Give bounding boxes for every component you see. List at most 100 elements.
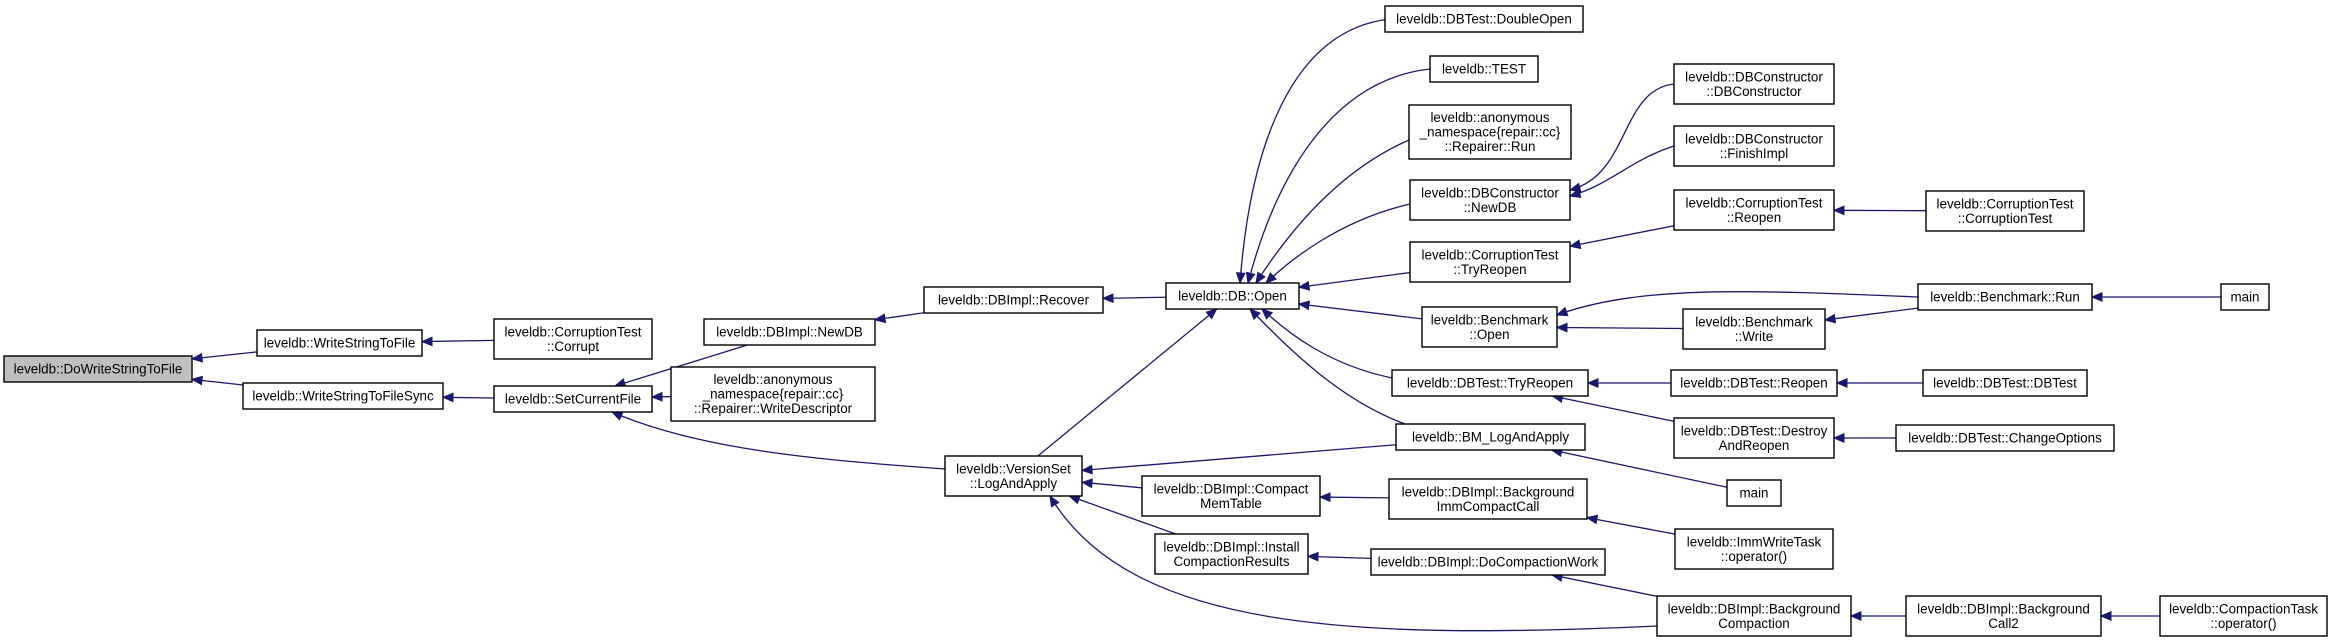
graph-node[interactable]: leveldb::VersionSet::LogAndApply: [944, 455, 1083, 497]
node-box[interactable]: [1895, 424, 2115, 452]
call-edge: [1551, 449, 1728, 488]
node-box[interactable]: [256, 329, 423, 357]
call-edge: [421, 339, 495, 343]
node-box[interactable]: [923, 286, 1104, 314]
call-edge: [1551, 574, 1658, 597]
node-box[interactable]: [1395, 423, 1586, 451]
node-box[interactable]: [944, 455, 1083, 497]
arrowhead: [650, 391, 663, 402]
node-box[interactable]: [1656, 595, 1852, 637]
graph-node[interactable]: leveldb::CorruptionTest::CorruptionTest: [1925, 190, 2085, 232]
node-box[interactable]: [493, 385, 653, 413]
node-box[interactable]: [1905, 595, 2102, 637]
graph-node[interactable]: leveldb::DBImpl::BackgroundImmCompactCal…: [1388, 478, 1588, 520]
graph-node[interactable]: leveldb::Benchmark::Run: [1917, 283, 2093, 311]
graph-node[interactable]: leveldb::DBTest::Reopen: [1670, 369, 1838, 397]
graph-node[interactable]: leveldb::DBConstructor::NewDB: [1409, 179, 1571, 221]
graph-node[interactable]: leveldb::CorruptionTest::TryReopen: [1409, 241, 1571, 283]
node-label: leveldb::DBConstructor: [1685, 131, 1823, 146]
graph-node[interactable]: leveldb::CorruptionTest::Corrupt: [493, 318, 653, 360]
node-box[interactable]: [1922, 369, 2088, 397]
graph-node[interactable]: leveldb::DBConstructor::DBConstructor: [1673, 63, 1835, 105]
graph-node[interactable]: leveldb::CompactionTask::operator(): [2159, 595, 2328, 637]
node-label: leveldb::DBTest::DBTest: [1933, 376, 2077, 391]
node-box[interactable]: [1141, 475, 1321, 517]
graph-node[interactable]: leveldb::WriteStringToFileSync: [242, 382, 444, 410]
node-box[interactable]: [493, 318, 653, 360]
node-label: leveldb::WriteStringToFile: [264, 336, 416, 351]
node-box[interactable]: [703, 318, 876, 346]
node-box[interactable]: [1154, 533, 1309, 575]
graph-node[interactable]: leveldb::Benchmark::Write: [1682, 308, 1826, 350]
root-node-box[interactable]: [3, 355, 193, 383]
graph-node[interactable]: leveldb::CorruptionTest::Reopen: [1673, 189, 1835, 231]
node-box[interactable]: [1408, 104, 1572, 160]
node-box[interactable]: [2220, 283, 2270, 311]
node-box[interactable]: [1674, 528, 1834, 570]
graph-node[interactable]: leveldb::DBConstructor::FinishImpl: [1673, 125, 1835, 167]
node-box[interactable]: [1682, 308, 1826, 350]
node-box[interactable]: [1391, 369, 1589, 397]
node-label: CompactionResults: [1173, 554, 1289, 569]
call-edge: [1249, 308, 1406, 425]
node-label: ::DBConstructor: [1706, 84, 1802, 99]
graph-node[interactable]: leveldb::DBImpl::DoCompactionWork: [1370, 548, 1606, 576]
node-box[interactable]: [1670, 369, 1838, 397]
node-box[interactable]: [2159, 595, 2328, 637]
graph-node[interactable]: leveldb::anonymous_namespace{repair::cc}…: [670, 366, 876, 422]
arrowhead: [420, 336, 433, 347]
graph-node[interactable]: leveldb::DB::Open: [1165, 282, 1300, 310]
graph-node[interactable]: leveldb::ImmWriteTask::operator(): [1674, 528, 1834, 570]
node-box[interactable]: [1673, 125, 1835, 167]
node-label: ::operator(): [1721, 549, 1787, 564]
node-box[interactable]: [1925, 190, 2085, 232]
graph-node[interactable]: leveldb::WriteStringToFile: [256, 329, 423, 357]
call-edge: [1556, 326, 1684, 330]
node-box[interactable]: [670, 366, 876, 422]
node-box[interactable]: [1429, 55, 1539, 83]
node-box[interactable]: [1726, 479, 1782, 507]
graph-node[interactable]: leveldb::DBImpl::Recover: [923, 286, 1104, 314]
graph-node[interactable]: leveldb::DBTest::ChangeOptions: [1895, 424, 2115, 452]
node-label: leveldb::DBTest::DoubleOpen: [1396, 12, 1572, 27]
node-box[interactable]: [1673, 63, 1835, 105]
node-box[interactable]: [1370, 548, 1606, 576]
node-box[interactable]: [1917, 283, 2093, 311]
graph-node[interactable]: leveldb::DBTest::DBTest: [1922, 369, 2088, 397]
node-box[interactable]: [1165, 282, 1300, 310]
edges: [190, 18, 2221, 632]
arrowhead: [1235, 272, 1246, 285]
node-label: leveldb::DBImpl::Background: [1668, 601, 1841, 616]
node-box[interactable]: [1421, 306, 1558, 348]
arrowhead: [1835, 378, 1848, 388]
graph-node[interactable]: leveldb::DBTest::TryReopen: [1391, 369, 1589, 397]
arrowhead: [1255, 271, 1266, 285]
graph-node[interactable]: leveldb::DBTest::DoubleOpen: [1384, 5, 1584, 33]
graph-node[interactable]: leveldb::SetCurrentFile: [493, 385, 653, 413]
arrowhead: [1080, 478, 1093, 489]
node-label: leveldb::DBTest::ChangeOptions: [1908, 431, 2102, 446]
node-box[interactable]: [1384, 5, 1584, 33]
graph-node[interactable]: leveldb::DBImpl::NewDB: [703, 318, 876, 346]
node-box[interactable]: [1673, 189, 1835, 231]
node-box[interactable]: [242, 382, 444, 410]
node-box[interactable]: [1409, 241, 1571, 283]
graph-node[interactable]: main: [1726, 479, 1782, 507]
graph-node[interactable]: main: [2220, 283, 2270, 311]
graph-node[interactable]: leveldb::BM_LogAndApply: [1395, 423, 1586, 451]
node-label: leveldb::DBConstructor: [1421, 185, 1559, 200]
node-box[interactable]: [1409, 179, 1571, 221]
graph-node[interactable]: leveldb::DBImpl::InstallCompactionResult…: [1154, 533, 1309, 575]
graph-node[interactable]: leveldb::TEST: [1429, 55, 1539, 83]
node-box[interactable]: [1673, 417, 1835, 459]
node-box[interactable]: [1388, 478, 1588, 520]
arrowhead: [1832, 205, 1845, 216]
graph-node[interactable]: leveldb::Benchmark::Open: [1421, 306, 1558, 348]
graph-node[interactable]: leveldb::DoWriteStringToFile: [3, 355, 193, 383]
node-label: _namespace{repair::cc}: [1419, 125, 1561, 140]
graph-node[interactable]: leveldb::anonymous_namespace{repair::cc}…: [1408, 104, 1572, 160]
